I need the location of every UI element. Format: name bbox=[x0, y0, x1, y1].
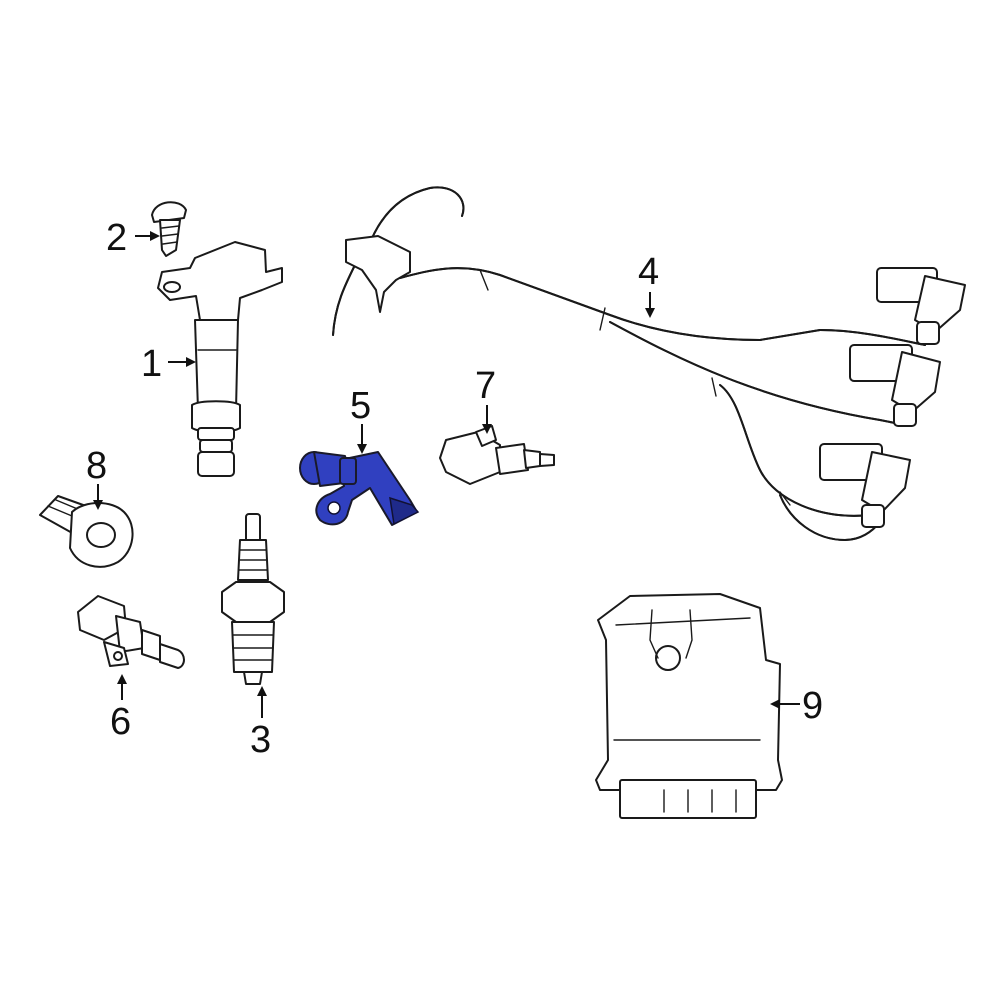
ignition-coil[interactable] bbox=[157, 241, 283, 477]
callout-4: 4 bbox=[638, 251, 659, 293]
callout-1: 1 bbox=[141, 343, 162, 385]
wiring-harness[interactable] bbox=[332, 186, 966, 541]
bolt[interactable] bbox=[151, 201, 187, 257]
callout-6: 6 bbox=[110, 701, 131, 743]
highlighted-sensor[interactable] bbox=[299, 451, 420, 526]
callout-9: 9 bbox=[802, 685, 823, 727]
callout-7: 7 bbox=[475, 365, 496, 407]
callout-leaders bbox=[93, 231, 800, 718]
spark-plug[interactable] bbox=[221, 513, 285, 685]
knock-sensor[interactable] bbox=[39, 495, 134, 568]
callout-2: 2 bbox=[106, 217, 127, 259]
callout-8: 8 bbox=[86, 445, 107, 487]
engine-control-module[interactable] bbox=[595, 593, 783, 819]
callout-3: 3 bbox=[250, 719, 271, 761]
temperature-sensor[interactable] bbox=[439, 425, 555, 485]
callout-5: 5 bbox=[350, 385, 371, 427]
callout-labels: 1 2 3 4 5 6 7 8 9 bbox=[86, 217, 823, 761]
position-sensor[interactable] bbox=[77, 595, 185, 669]
